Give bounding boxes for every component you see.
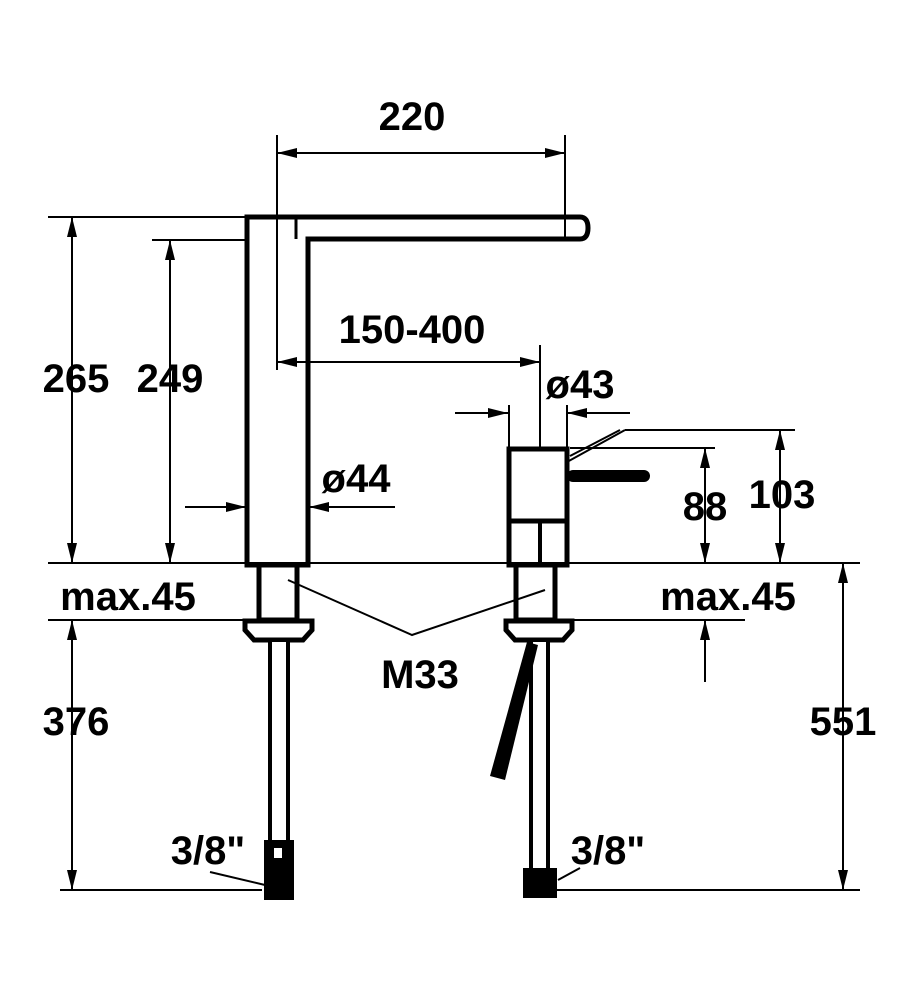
dim-220: 220: [379, 95, 446, 139]
dim-551: 551: [810, 700, 877, 744]
label-m33: M33: [381, 653, 459, 697]
label-connection-right: 3/8": [571, 829, 646, 873]
dim-150-400: 150-400: [339, 308, 486, 352]
lever-unit: [490, 429, 650, 898]
dim-88: 88: [683, 485, 728, 529]
lever-handle: [567, 470, 650, 482]
dim-max45-left: max.45: [60, 575, 196, 619]
dim-376: 376: [43, 700, 110, 744]
dim-249: 249: [137, 357, 204, 401]
dimension-lines: [48, 135, 860, 891]
label-connection-left: 3/8": [171, 829, 246, 873]
connector-nut-right: [523, 868, 557, 898]
pull-out-hose: [490, 642, 538, 780]
dim-diameter-43: ø43: [546, 363, 615, 407]
spout-faucet: [242, 214, 591, 900]
dim-diameter-44: ø44: [322, 457, 392, 501]
dim-265: 265: [43, 357, 110, 401]
dim-max45-right: max.45: [660, 575, 796, 619]
dim-103: 103: [749, 473, 816, 517]
